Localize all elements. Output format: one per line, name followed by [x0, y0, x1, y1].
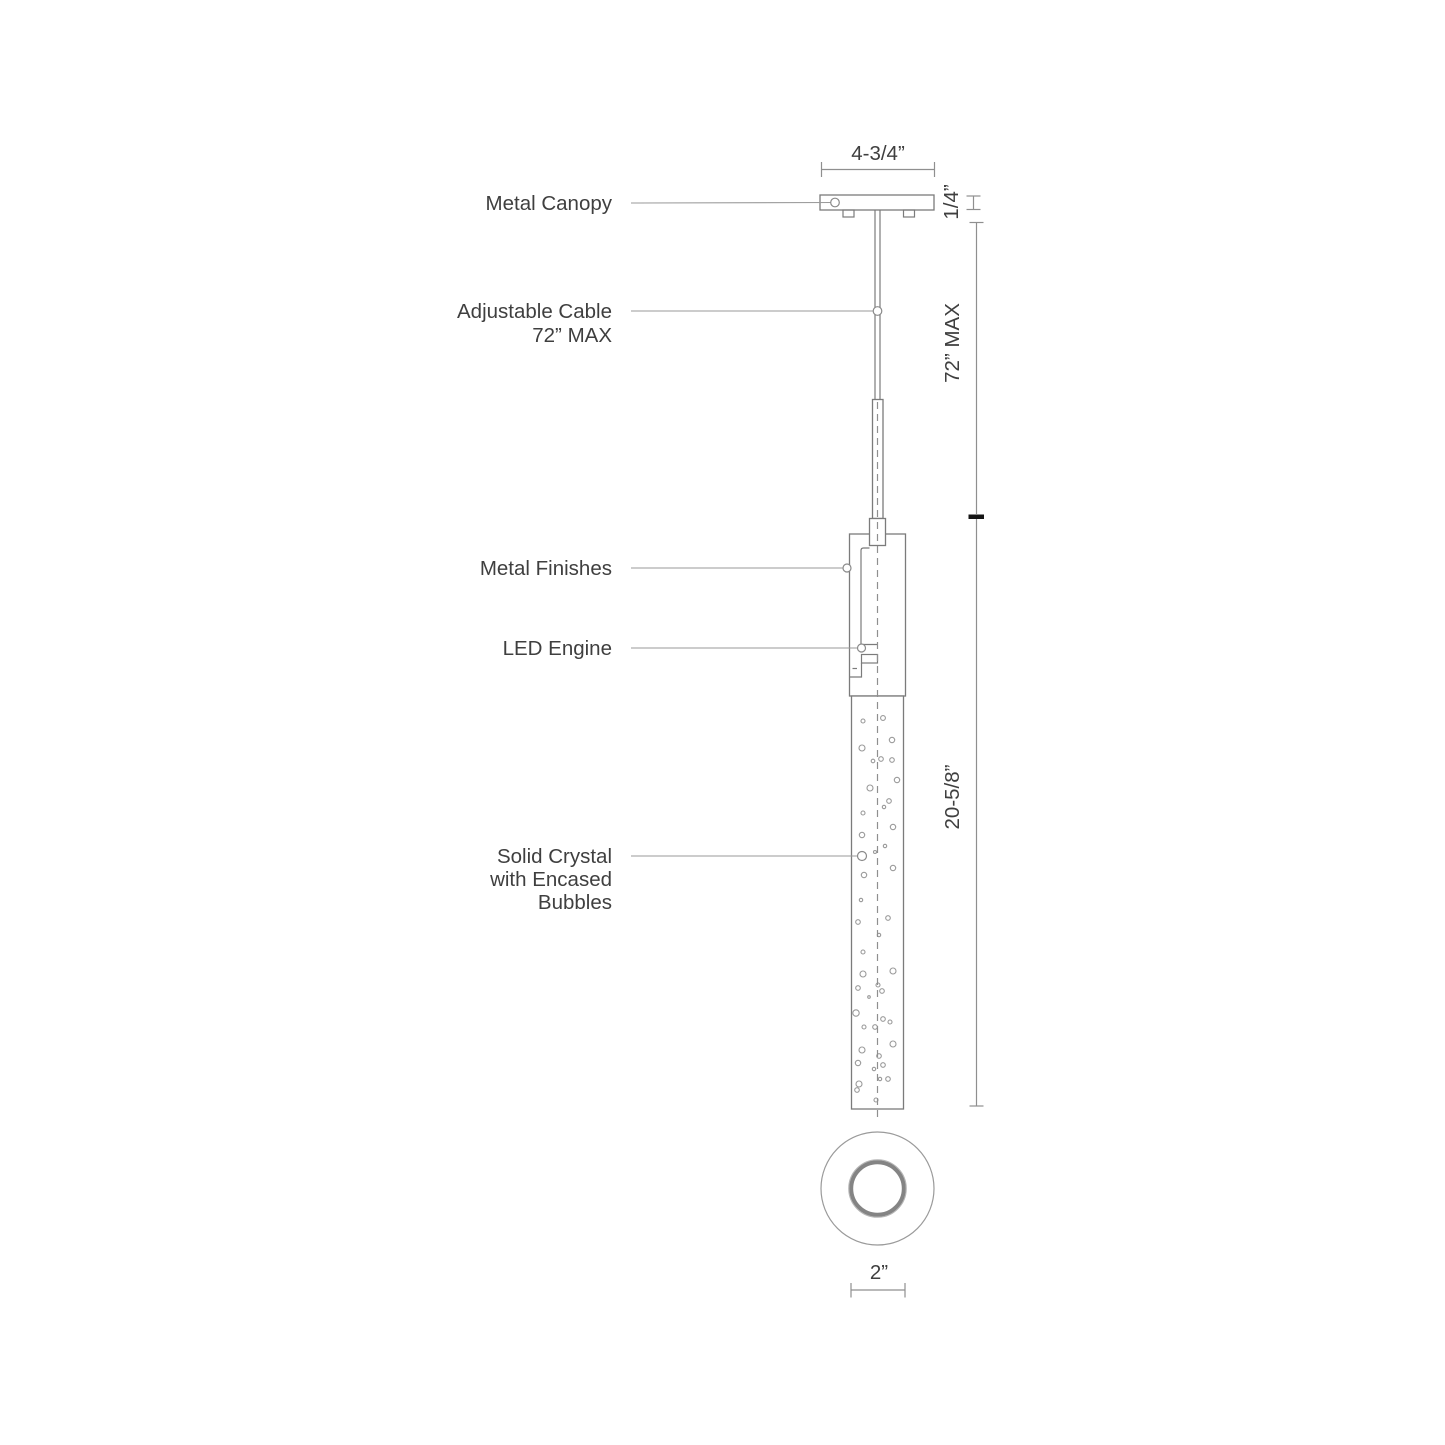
dim-canopy-height-text: 1/4”: [940, 184, 963, 219]
bubble: [889, 823, 897, 831]
node-metal-finishes: [842, 563, 852, 573]
canopy-tab-left: [842, 209, 855, 218]
bubble: [885, 915, 891, 921]
bubble: [855, 1080, 863, 1088]
bubble: [860, 949, 866, 955]
label-adjustable-cable-line1: Adjustable Cable: [457, 300, 612, 323]
bubble: [872, 849, 878, 855]
bubble: [887, 1019, 893, 1025]
label-led-engine: LED Engine: [503, 637, 612, 660]
label-metal-finishes: Metal Finishes: [480, 557, 612, 580]
callout-labels: Metal Canopy Adjustable Cable 72” MAX Me…: [457, 192, 613, 914]
dim-crystal-length: 20-5/8”: [941, 519, 984, 1107]
head-step-profile: [849, 663, 863, 678]
bubble: [858, 831, 866, 839]
node-adjustable-cable: [872, 306, 883, 316]
dim-bottom-diameter: 2”: [850, 1261, 906, 1298]
bubble: [879, 988, 885, 994]
head-inner-profile: [860, 547, 878, 646]
bubble: [860, 871, 868, 879]
bubble: [855, 919, 861, 925]
bottom-view-outer-circle: [820, 1131, 935, 1246]
bubble: [878, 756, 884, 762]
dim-crystal-length-text: 20-5/8”: [941, 764, 964, 829]
node-led-engine: [856, 643, 867, 653]
bottom-view-ring-edge: [848, 1159, 907, 1218]
dim-canopy-height: 1/4”: [940, 184, 981, 220]
bubble: [889, 757, 895, 763]
bubble: [880, 1016, 886, 1022]
bubble: [881, 804, 887, 810]
label-solid-crystal-line1: Solid Crystal: [497, 845, 612, 868]
label-metal-canopy: Metal Canopy: [486, 192, 613, 215]
dim-canopy-width-text: 4-3/4”: [851, 142, 905, 165]
bubble: [858, 1046, 866, 1054]
bubbles-group: [852, 715, 901, 1103]
crystal-rod-group: [850, 695, 905, 1110]
bubble: [880, 1062, 886, 1068]
bubble: [889, 967, 897, 975]
bubble: [876, 1053, 882, 1059]
bubble: [893, 776, 901, 784]
bubble: [854, 1087, 860, 1093]
cable-group: [871, 210, 884, 520]
bubble: [888, 736, 896, 744]
dim-bottom-diameter-text: 2”: [870, 1261, 888, 1284]
leader-metal-canopy: [630, 201, 836, 204]
bubble: [858, 897, 864, 903]
bubble: [882, 843, 888, 849]
canopy-tab-right: [902, 209, 916, 218]
bubble: [871, 1066, 877, 1072]
bubble: [855, 985, 861, 991]
bubble: [867, 995, 871, 999]
bubble: [858, 744, 866, 752]
dim-cable-length-text: 72” MAX: [941, 303, 964, 383]
bubble: [880, 715, 886, 721]
dim-cable-length: 72” MAX: [941, 221, 984, 519]
node-metal-canopy: [830, 197, 840, 208]
bubble: [866, 784, 874, 792]
stem-connector: [868, 517, 887, 547]
bold-tick: [968, 514, 984, 519]
bottom-view-group: [820, 1131, 935, 1246]
bubble: [861, 1024, 867, 1030]
label-adjustable-cable-line2: 72” MAX: [532, 324, 612, 347]
dim-canopy-width: 4-3/4”: [820, 142, 936, 177]
leader-lines: [630, 197, 883, 862]
bubble: [852, 1009, 860, 1017]
label-solid-crystal-line2: with Encased: [489, 868, 612, 891]
bubble: [854, 1059, 862, 1067]
bubble: [860, 810, 866, 816]
bubble: [860, 718, 866, 724]
bubble: [870, 758, 876, 764]
node-solid-crystal: [856, 850, 868, 862]
label-solid-crystal-line3: Bubbles: [538, 891, 612, 914]
bubble: [886, 798, 892, 804]
bubble: [877, 1076, 883, 1082]
bubble: [889, 1040, 897, 1048]
bubble: [859, 970, 867, 978]
bubble: [885, 1076, 891, 1082]
bottom-view-ring: [849, 1160, 906, 1217]
bubble: [889, 864, 897, 872]
crystal-rod: [850, 695, 905, 1110]
